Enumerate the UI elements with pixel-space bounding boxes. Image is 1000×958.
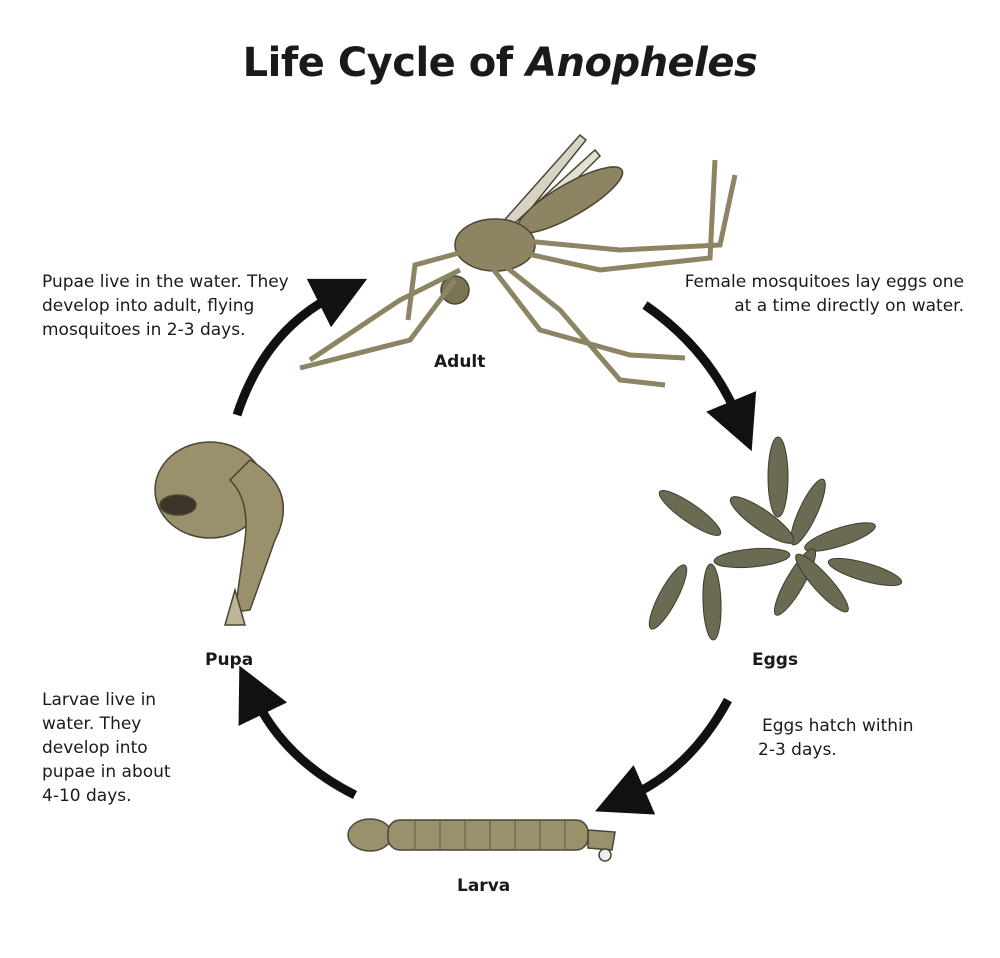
pupa-icon: [154, 441, 285, 626]
stage-label-eggs: Eggs: [752, 650, 799, 670]
cycle-arrows: [232, 278, 757, 815]
desc-line: 4-10 days.: [42, 786, 132, 806]
desc-line: Pupae live in the water. They: [42, 272, 289, 292]
title-species: Anopheles: [526, 40, 758, 86]
diagram-title: Life Cycle of Anopheles: [0, 40, 1000, 86]
description-eggs-to-larva: Eggs hatch within 2-3 days.: [758, 714, 914, 762]
arrow-eggs-to-larva: [594, 697, 732, 815]
desc-line: develop into adult, flying: [42, 296, 255, 316]
desc-line: pupae in about: [42, 762, 171, 782]
larva-icon: [347, 818, 616, 862]
adult-mosquito-icon: [299, 133, 738, 388]
eggs-icon: [648, 436, 903, 641]
desc-line: at a time directly on water.: [734, 296, 964, 316]
desc-line: Female mosquitoes lay eggs one: [684, 272, 964, 292]
desc-line: Eggs hatch within: [762, 716, 914, 736]
stage-label-adult: Adult: [434, 352, 486, 372]
desc-line: Larvae live in: [42, 690, 157, 710]
desc-line: water. They: [42, 714, 142, 734]
description-adult-to-eggs: Female mosquitoes lay eggs one at a time…: [668, 270, 964, 318]
desc-line: mosquitoes in 2-3 days.: [42, 320, 246, 340]
desc-line: develop into: [42, 738, 148, 758]
stage-label-pupa: Pupa: [205, 650, 254, 670]
description-pupa-to-adult: Pupae live in the water. They develop in…: [42, 270, 289, 342]
arrow-larva-to-pupa: [238, 665, 358, 800]
arrow-adult-to-eggs: [642, 301, 757, 452]
title-prefix: Life Cycle of: [242, 40, 527, 86]
stage-label-larva: Larva: [457, 876, 511, 896]
description-larva-to-pupa: Larvae live in water. They develop into …: [42, 688, 171, 808]
desc-line: 2-3 days.: [758, 740, 837, 760]
arrow-pupa-to-adult: [232, 278, 368, 417]
